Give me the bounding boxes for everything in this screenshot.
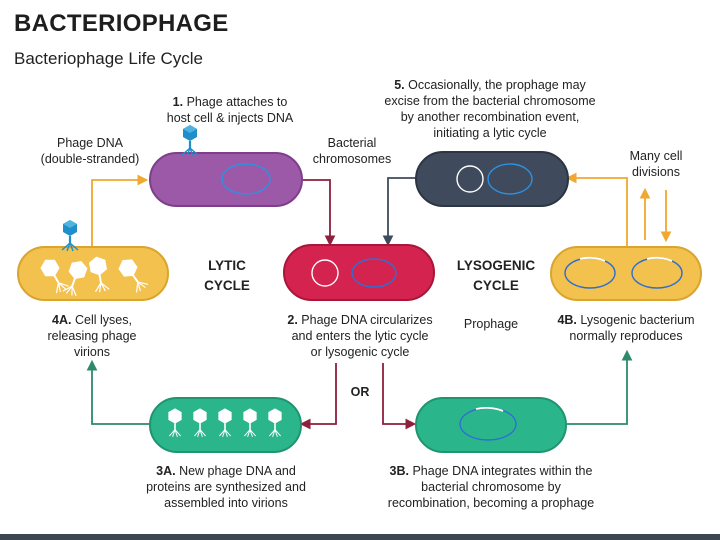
step-4b-number: 4B. [557,313,577,327]
arrow-2-to-3b [382,363,417,430]
step-2-text: 2. Phage DNA circularizes and enters the… [268,312,452,360]
step-3a-text: 3A. New phage DNA and proteins are synth… [134,463,318,511]
arrow-4a-to-1 [91,174,149,246]
step-4a-number: 4A. [52,313,72,327]
page-title: BACTERIOPHAGE [14,10,229,37]
arrow-5-to-2 [382,177,416,247]
step-4b-description: Lysogenic bacterium normally reproduces [569,313,695,343]
step-5-text: 5. Occasionally, the prophage may excise… [368,77,612,141]
arrow-3b-to-4b [567,349,633,425]
label-prophage: Prophage [463,317,519,331]
label-or: OR [350,385,370,399]
step-3b-number: 3B. [389,464,409,478]
label-phage-dna: Phage DNA (double-stranded) [40,136,140,166]
phage-icon-attached [180,123,200,158]
page-subtitle: Bacteriophage Life Cycle [14,49,204,68]
step-3a-description: New phage DNA and proteins are synthesiz… [146,464,306,510]
step-1-number: 1. [172,95,184,109]
cell-step-3b [415,397,567,453]
arrow-4b-to-5 [565,172,628,246]
cell-step-2 [283,244,435,301]
step-5-number: 5. [394,78,405,92]
label-lysogenic-cycle: LYSOGENIC CYCLE [456,258,536,293]
step-4a-description: Cell lyses, releasing phage virions [47,313,137,359]
label-bacterial-chromosomes: Bacterial chromosomes [312,136,392,166]
step-2-number: 2. [287,313,298,327]
step-4a-text: 4A. Cell lyses, releasing phage virions [30,312,154,360]
step-1-text: 1. Phage attaches to host cell & injects… [145,94,315,126]
label-lytic-cycle: LYTIC CYCLE [204,258,250,293]
cell-step-4b [550,246,702,301]
footer-bar [0,534,720,540]
step-3a-number: 3A. [156,464,176,478]
step-2-description: Phage DNA circularizes and enters the ly… [291,313,433,359]
cell-step-4a [17,246,169,301]
arrow-3a-to-4a [86,359,150,425]
label-many-cell-divisions: Many cell divisions [629,149,683,179]
step-4b-text: 4B. Lysogenic bacterium normally reprodu… [536,312,716,344]
step-3b-text: 3B. Phage DNA integrates within the bact… [372,463,610,511]
arrow-2-to-3a [299,363,337,430]
step-5-description: Occasionally, the prophage may excise fr… [384,78,596,140]
step-1-description: Phage attaches to host cell & injects DN… [166,95,294,125]
cell-step-5 [415,151,569,207]
arrow-1-to-2 [303,179,336,247]
cell-step-1 [149,152,303,207]
step-3b-description: Phage DNA integrates within the bacteria… [387,464,595,510]
